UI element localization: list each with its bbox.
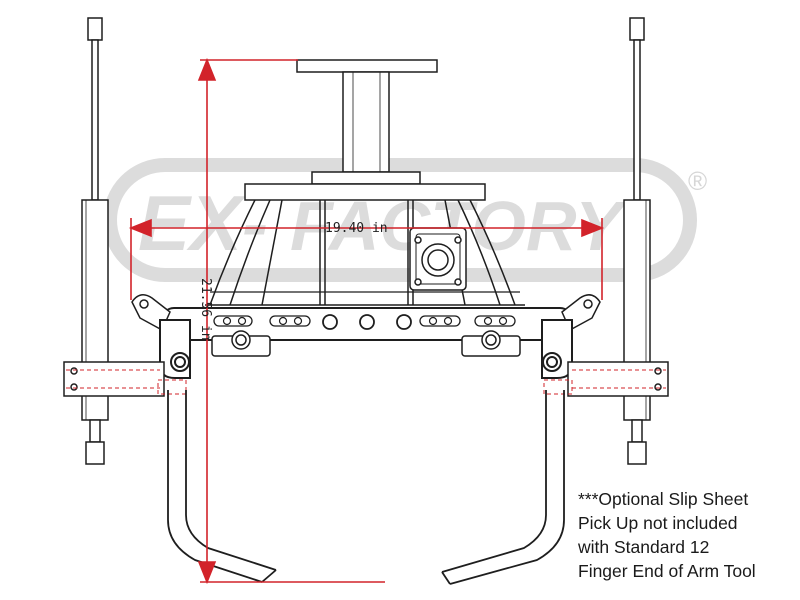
- height-dimension: [197, 57, 385, 585]
- watermark-pill: [103, 158, 697, 282]
- right-cylinder-mount: [567, 361, 669, 397]
- note-line-1: ***Optional Slip Sheet: [578, 489, 749, 509]
- width-dimension: [128, 218, 605, 300]
- right-fork-finger: [441, 390, 565, 585]
- linear-carriages: [211, 330, 521, 357]
- cross-bar: [161, 307, 573, 341]
- watermark-registered-mark: ®: [688, 166, 707, 196]
- note-line-3: with Standard 12: [578, 537, 710, 557]
- mount-column: [342, 71, 390, 173]
- gearbox-motor: [409, 227, 467, 291]
- left-cylinder-mount: [63, 361, 165, 397]
- note-line-4: Finger End of Arm Tool: [578, 561, 756, 581]
- width-dimension-label: 19.40 in: [325, 221, 388, 236]
- frame-structure: [205, 199, 525, 306]
- robot-mount: [244, 59, 486, 201]
- right-cylinder: [623, 17, 651, 465]
- hidden-lines: [66, 369, 666, 395]
- left-fork-finger: [167, 390, 277, 583]
- left-cylinder: [81, 17, 109, 465]
- height-dimension-label: 21.56 in: [198, 278, 213, 341]
- frame-top-plate: [244, 183, 486, 201]
- note-line-2: Pick Up not included: [578, 513, 738, 533]
- arm-knuckles: [159, 319, 573, 379]
- top-mount-plate: [296, 59, 438, 73]
- column-base-plate: [311, 171, 421, 185]
- slip-sheet-note: ***Optional Slip Sheet Pick Up not inclu…: [578, 487, 793, 583]
